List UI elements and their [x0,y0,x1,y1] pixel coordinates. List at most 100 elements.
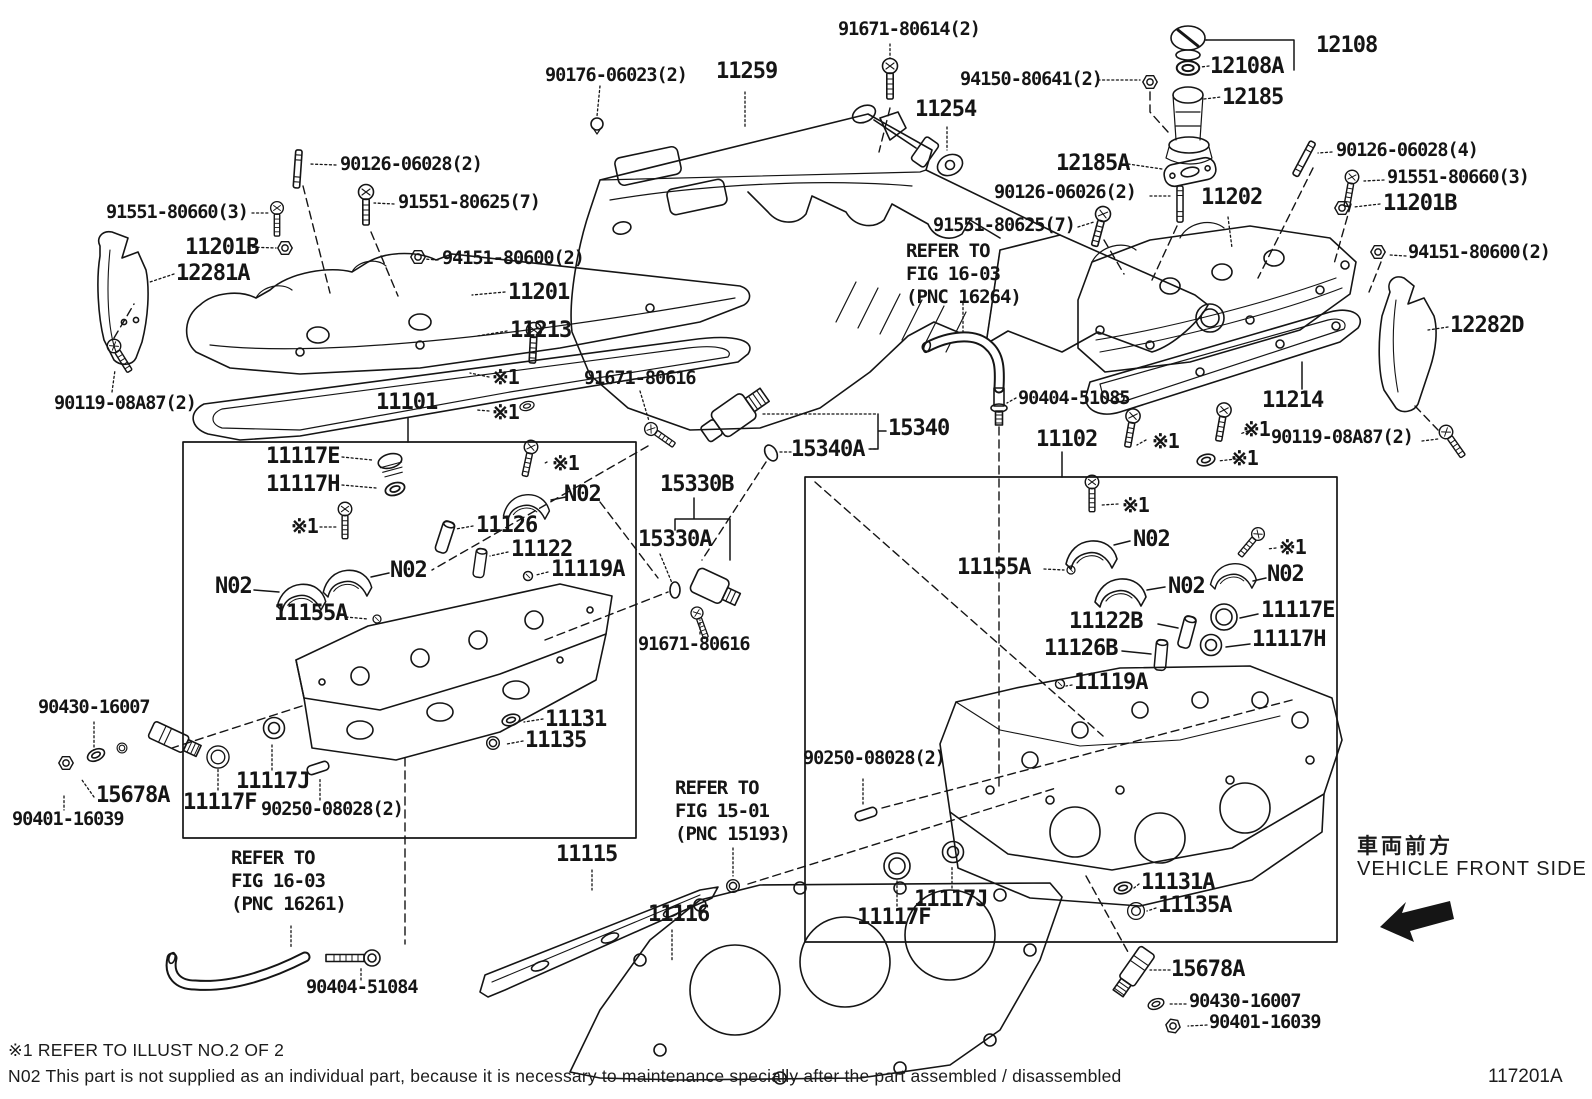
part-label: 11117E [266,444,340,469]
part-label: 11117H [1252,627,1326,652]
part-label: N02 [564,482,602,507]
engine-cover-11259 [570,113,1209,431]
union-90404-51085 [990,387,1008,426]
part-label: 90430-16007 [38,697,151,718]
part-label: ※1 [552,451,580,475]
part-label: ※1 [492,365,520,389]
part-label: 90404-51085 [1018,388,1131,409]
part-label: 91551-80660(3) [1387,167,1530,188]
part-label: 11213 [510,318,572,343]
part-label: 11126B [1044,636,1118,661]
lash-adjuster-11117E [377,452,403,478]
footnote-ref-illust: ※1 REFER TO ILLUST NO.2 OF 2 [8,1040,285,1060]
tube-gasket-12185A [1163,156,1217,188]
part-label: 11119A [551,557,625,582]
part-label: 11102 [1036,427,1098,452]
part-label: 90430-16007 [1189,991,1302,1012]
gasket-11213 [192,336,751,441]
hose-pnc16264 [921,331,1005,394]
part-label: REFER TO FIG 15-01 (PNC 15193) [675,777,791,845]
part-label: 11122B [1069,609,1143,634]
clip-90176 [590,117,604,135]
part-label: N02 [390,558,428,583]
part-label: ※1 [492,400,520,424]
part-label: 12281A [176,261,250,286]
gauge-tube-11254 [851,104,964,177]
part-label: 12185 [1222,85,1284,110]
footnote-n02: N02 This part is not supplied as an indi… [8,1066,1122,1086]
leader-lines-solid [253,39,1303,655]
part-label: 11201B [185,235,259,260]
detail-box-11102 [804,476,1338,943]
part-label: 12185A [1056,151,1130,176]
part-label: 90119-08A87(2) [54,393,197,414]
part-label: ※1 [1152,429,1180,453]
part-label: 90401-16039 [1209,1012,1322,1033]
cylinder-head-11102 [939,665,1343,907]
oil-filler-cap-12108 [1170,25,1206,61]
part-label: 11131 [545,707,607,732]
part-label: 90401-16039 [12,809,125,830]
dowel-90250 [306,760,330,776]
part-label: N02 [1133,527,1171,552]
part-label: 11117F [857,905,931,930]
part-label: N02 [1168,574,1206,599]
part-label: 11117F [183,790,257,815]
detail-box-11101 [182,441,637,839]
part-label: 11202 [1201,185,1263,210]
part-label: ※1 [1122,493,1150,517]
part-label: 90126-06028(4) [1336,140,1479,161]
cam-timing-sensor-15330 [689,567,742,607]
part-label: ※1 [1243,417,1271,441]
part-label: 91671-80616 [638,634,751,655]
part-label: REFER TO FIG 16-03 (PNC 16261) [231,847,347,915]
part-label: 94150-80641(2) [960,69,1103,90]
part-label: 12108 [1316,33,1378,58]
valve-15678A-right [1112,945,1155,998]
part-label: 15678A [96,783,170,808]
part-label: ※1 [1279,535,1307,559]
part-label: 12282D [1450,313,1524,338]
part-label: 90119-08A87(2) [1271,427,1414,448]
part-label: 11117J [914,887,988,912]
leader-lines-dotted [63,39,1449,1027]
cam-timing-sensor-15340 [700,387,770,443]
cylinder-head-11101 [295,583,613,761]
assembly-dash-lines [113,91,1439,953]
part-label: 90126-06028(2) [340,154,483,175]
part-label: 11254 [915,97,977,122]
part-label: 11155A [957,555,1031,580]
part-label: 91551-80625(7) [398,192,541,213]
part-label: 11259 [716,59,778,84]
gasket-11115 [479,886,719,998]
part-label: 11115 [556,842,618,867]
part-label: 11126 [476,513,538,538]
part-label: 11135 [525,728,587,753]
part-label: 15330A [638,527,712,552]
part-label: 11214 [1262,388,1324,413]
bolt-90404-51084 [325,949,381,967]
part-label: 90126-06026(2) [994,182,1137,203]
part-label: 91551-80660(3) [106,202,249,223]
part-label: 11135A [1158,893,1232,918]
part-label: 90404-51084 [306,977,419,998]
o-ring-15340A [763,444,779,462]
valve-cover-11202 [1077,221,1357,373]
part-label: 11101 [376,390,438,415]
valve-cover-11201 [185,252,751,375]
part-label: 91671-80616 [584,368,697,389]
drawing-number: 117201A [1488,1066,1563,1087]
orientation-label-en: VEHICLE FRONT SIDE [1357,858,1587,880]
o-ring-15330A [669,581,681,599]
part-label: 90250-08028(2) [803,748,946,769]
part-label: N02 [1267,562,1305,587]
part-label: 91671-80614(2) [838,19,981,40]
part-label: 11117H [266,472,340,497]
vehicle-front-arrow [1380,901,1454,942]
part-label: 11131A [1141,870,1215,895]
part-label: 12108A [1210,54,1284,79]
part-label: 15340A [791,437,865,462]
gasket-11116 [569,881,1063,1085]
